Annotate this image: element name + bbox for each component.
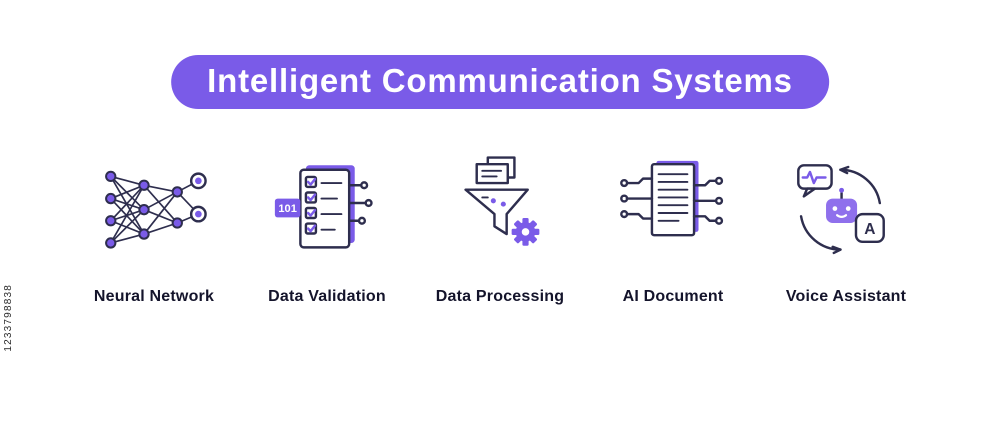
label-ai-document: AI Document <box>622 288 724 305</box>
label-data-processing: Data Processing <box>435 288 565 305</box>
icon-item-data-validation: 101 Data Validation <box>241 150 413 306</box>
icon-item-neural-network: Neural Network <box>68 150 240 306</box>
title-banner: Intelligent Communication Systems <box>171 55 829 109</box>
icons-row: Neural Network <box>68 150 932 306</box>
gear-icon <box>511 217 540 246</box>
label-voice-assistant: Voice Assistant <box>785 288 907 305</box>
icon-item-ai-document: AI Document <box>587 150 759 306</box>
icon-item-voice-assistant: A Voice Assistant <box>760 150 932 306</box>
ai-document-icon <box>620 160 724 237</box>
data-validation-icon: 101 <box>274 165 373 249</box>
waveform-bubble <box>797 164 833 198</box>
page-title: Intelligent Communication Systems <box>207 62 793 99</box>
binary-badge <box>274 198 301 218</box>
watermark-id: 1233798838 <box>3 284 14 352</box>
icon-item-data-processing: Data Processing <box>414 150 586 306</box>
data-processing-icon <box>464 156 540 246</box>
robot-head <box>826 187 858 223</box>
letter-bubble: A <box>854 212 885 244</box>
neural-network-icon <box>105 170 207 249</box>
badge-101-text: 101 <box>278 203 296 215</box>
label-neural-network: Neural Network <box>93 288 215 305</box>
letter-a-text: A <box>864 221 875 238</box>
label-data-validation: Data Validation <box>268 288 386 305</box>
voice-assistant-icon: A <box>797 164 885 255</box>
